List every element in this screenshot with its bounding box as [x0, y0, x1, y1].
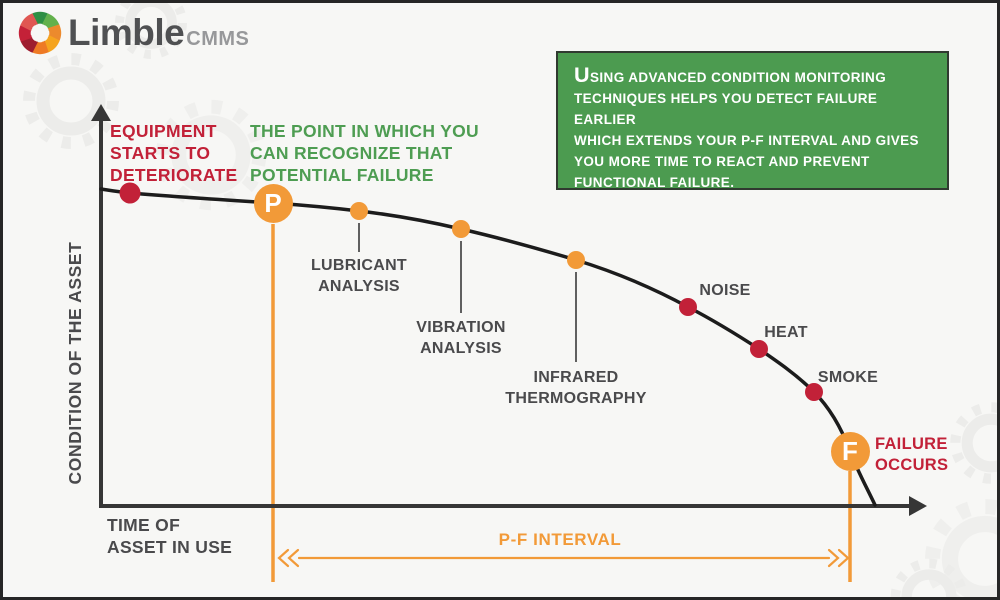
- smoke-label: SMOKE: [817, 369, 879, 386]
- y-axis-arrow-icon: [91, 104, 111, 121]
- info-box-text: Using advanced condition monitoring tech…: [574, 62, 919, 190]
- interval-right-chevrons-icon: [827, 548, 850, 568]
- deterioration-start-dot: [119, 182, 141, 204]
- f-marker: F: [830, 431, 870, 471]
- noise-label: NOISE: [699, 282, 751, 299]
- infrared-thermography-dot: [567, 251, 585, 269]
- noise-dot: [679, 298, 697, 316]
- lubricant-analysis-dot: [350, 202, 368, 220]
- y-axis-label: CONDITION OF THE ASSET: [65, 241, 85, 485]
- lubricant-analysis-label: LUBRICANT ANALYSIS: [310, 257, 408, 295]
- smoke-dot: [805, 383, 823, 401]
- heat-label: HEAT: [764, 324, 808, 341]
- equipment-deterioration-label: EQUIPMENT STARTS TO DETERIORATE: [110, 121, 238, 185]
- potential-failure-label: THE POINT IN WHICH YOU CAN RECOGNIZE THA…: [250, 121, 479, 185]
- brand-suffix: CMMS: [186, 28, 250, 50]
- heat-dot: [750, 340, 768, 358]
- pf-interval-label: P-F INTERVAL: [498, 530, 622, 549]
- x-axis-label: TIME OF ASSET IN USE: [107, 515, 233, 557]
- limble-gear-icon: [18, 11, 62, 55]
- brand-name: Limble: [68, 12, 185, 53]
- pf-chart: [91, 104, 927, 582]
- info-box: Using advanced condition monitoring tech…: [556, 51, 949, 190]
- vibration-analysis-label: VIBRATION ANALYSIS: [416, 319, 506, 357]
- failure-occurs-label: FAILURE OCCURS: [875, 435, 949, 474]
- infrared-thermography-label: INFRARED THERMOGRAPHY: [505, 369, 647, 407]
- interval-left-chevrons-icon: [277, 548, 300, 568]
- p-marker: P: [253, 183, 293, 223]
- vibration-analysis-dot: [452, 220, 470, 238]
- x-axis-arrow-icon: [909, 496, 927, 516]
